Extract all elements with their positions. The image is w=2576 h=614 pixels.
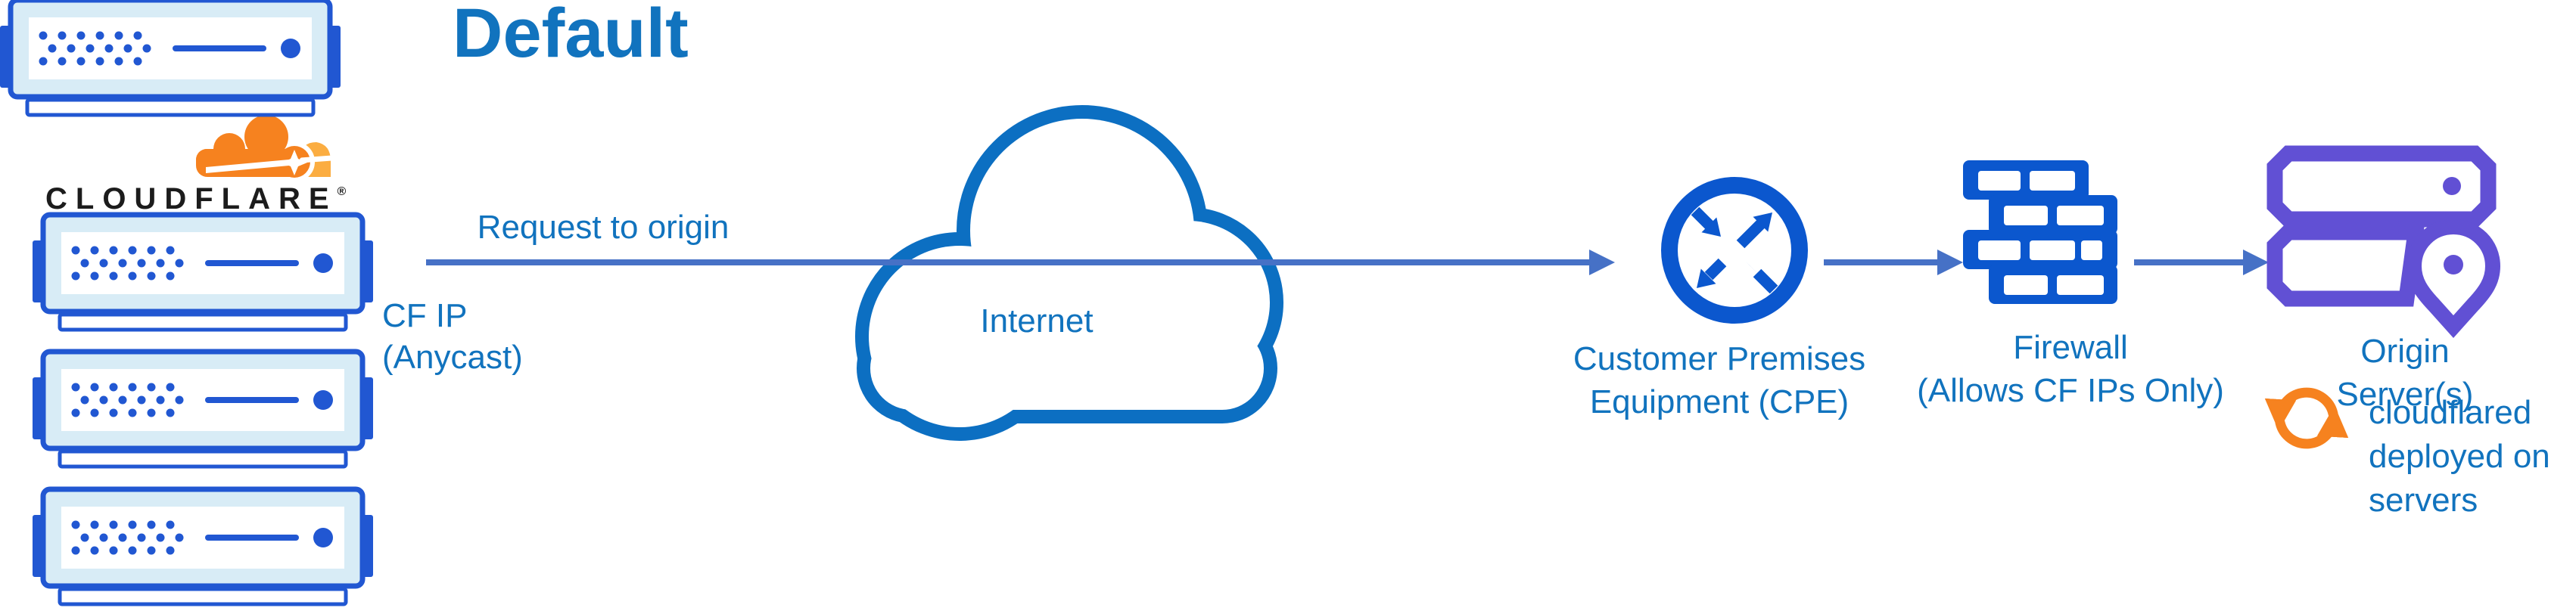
origin-servers-icon <box>2266 145 2501 338</box>
cloudflare-wordmark: CLOUDFLARE® <box>45 184 346 214</box>
request-to-origin-label: Request to origin <box>477 209 730 246</box>
location-pin-icon <box>2406 219 2501 338</box>
firewall-label: Firewall (Allows CF IPs Only) <box>1917 329 2224 410</box>
origin-servers-label: Origin Server(s) <box>2336 333 2474 414</box>
cf-ip-anycast-label: CF IP (Anycast) <box>382 297 523 376</box>
cloudflared-note-label: cloudflared deployed on servers <box>2369 394 2550 519</box>
cpe-to-firewall-arrowhead <box>1937 250 1963 275</box>
firewall-brick-icon <box>1963 160 2117 304</box>
edge-server-icon-1 <box>33 215 373 330</box>
edge-server-icon-3 <box>33 489 373 604</box>
firewall-to-origin-arrowhead <box>2243 250 2269 275</box>
registered-trademark-symbol: ® <box>337 185 347 198</box>
cpe-label: Customer Premises Equipment (CPE) <box>1573 340 1866 421</box>
cloudflare-wordmark-text: CLOUDFLARE <box>45 182 338 216</box>
internet-cloud-icon <box>855 105 1283 441</box>
request-arrowhead <box>1589 250 1615 275</box>
edge-server-icon-2 <box>33 352 373 467</box>
internet-label: Internet <box>980 302 1094 340</box>
cpe-router-icon <box>1661 177 1808 324</box>
cloudflare-logo-icon <box>191 110 334 182</box>
page-title: Default <box>453 0 689 72</box>
sync-refresh-icon <box>2264 387 2349 449</box>
